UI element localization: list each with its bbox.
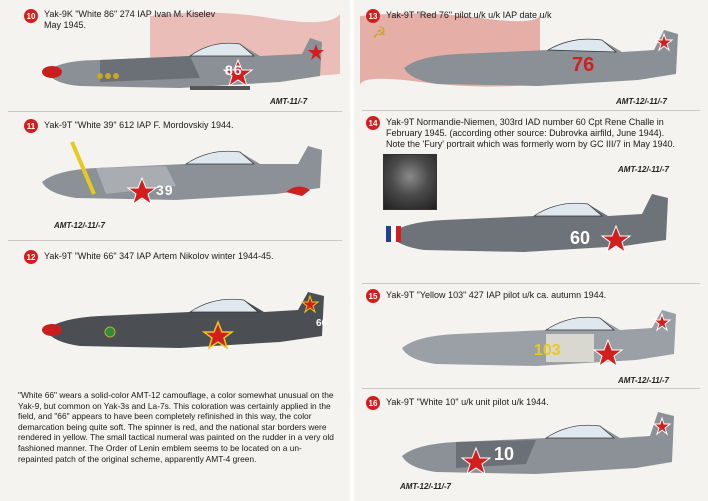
- entry-11-tail-number: 39: [156, 182, 174, 198]
- entry-14-title-line2: February 1945. (according other source: …: [386, 128, 665, 138]
- entry-11-color-code: AMT-12/-11/-7: [54, 221, 105, 230]
- entry-15-tail-number: 103: [534, 342, 561, 359]
- aircraft-profile-14: [386, 194, 668, 254]
- entry-16-badge: 16: [366, 396, 380, 410]
- separator: [362, 388, 700, 389]
- entry-13-badge: 13: [366, 9, 380, 23]
- aircraft-profile-16: [402, 412, 674, 476]
- separator: [8, 111, 342, 112]
- entry-10-title: Yak-9K "White 86" 274 IAP Ivan M. Kisele…: [44, 9, 216, 19]
- aircraft-profile-13: [404, 30, 678, 86]
- entry-10-badge: 10: [24, 9, 38, 23]
- entry-13-tail-number: 76: [572, 54, 595, 76]
- right-page: ☭ 13 Yak-9T "Red 76" pilot u/k u/k IAP d…: [354, 0, 708, 501]
- entry-14-title-line3: Note the 'Fury' portrait which was forme…: [386, 139, 676, 149]
- separator: [362, 110, 700, 111]
- entry-16-color-code: AMT-12/-11/-7: [400, 482, 451, 491]
- separator: [8, 240, 342, 241]
- entry-13-title: Yak-9T "Red 76" pilot u/k u/k IAP date u…: [386, 10, 552, 20]
- entry-12-tail-number: 66: [316, 318, 328, 329]
- aircraft-profile-11: [42, 141, 322, 206]
- entry-15-badge: 15: [366, 289, 380, 303]
- aircraft-profile-10: [42, 38, 324, 90]
- entry-10-title-line2: May 1945.: [44, 20, 87, 30]
- entry-14-tail-number: 60: [570, 228, 591, 248]
- entry-11-badge: 11: [24, 119, 38, 133]
- entry-12-title: Yak-9T "White 66" 347 IAP Artem Nikolov …: [44, 251, 274, 261]
- entry-10-tail-number: 86: [225, 62, 243, 78]
- entry-15-title: Yak-9T "Yellow 103" 427 IAP pilot u/k ca…: [386, 290, 607, 300]
- entry-16-tail-number: 10: [494, 444, 515, 464]
- entry-14-title: Yak-9T Normandie-Niemen, 303rd IAD numbe…: [386, 117, 664, 127]
- aircraft-profile-12: [42, 292, 324, 350]
- entry-12-badge: 12: [24, 250, 38, 264]
- separator: [362, 283, 700, 284]
- entry-12-description: "White 66" wears a solid-color AMT-12 ca…: [18, 390, 334, 464]
- entry-14-badge: 14: [366, 116, 380, 130]
- aircraft-profile-15: [402, 310, 676, 368]
- fury-portrait-photo: [383, 154, 437, 210]
- svg-text:☭: ☭: [372, 25, 386, 42]
- entry-13-color-code: AMT-12/-11/-7: [616, 97, 667, 106]
- entry-16-title: Yak-9T "White 10" u/k unit pilot u/k 194…: [386, 397, 549, 407]
- entry-14-color-code: AMT-12/-11/-7: [618, 165, 669, 174]
- left-page: 10 Yak-9K "White 86" 274 IAP Ivan M. Kis…: [0, 0, 350, 501]
- entry-11-title: Yak-9T "White 39" 612 IAP F. Mordovskiy …: [44, 120, 234, 130]
- entry-15-color-code: AMT-12/-11/-7: [618, 376, 669, 385]
- page-gutter: [350, 0, 354, 501]
- entry-10-color-code: AMT-11/-7: [270, 97, 308, 106]
